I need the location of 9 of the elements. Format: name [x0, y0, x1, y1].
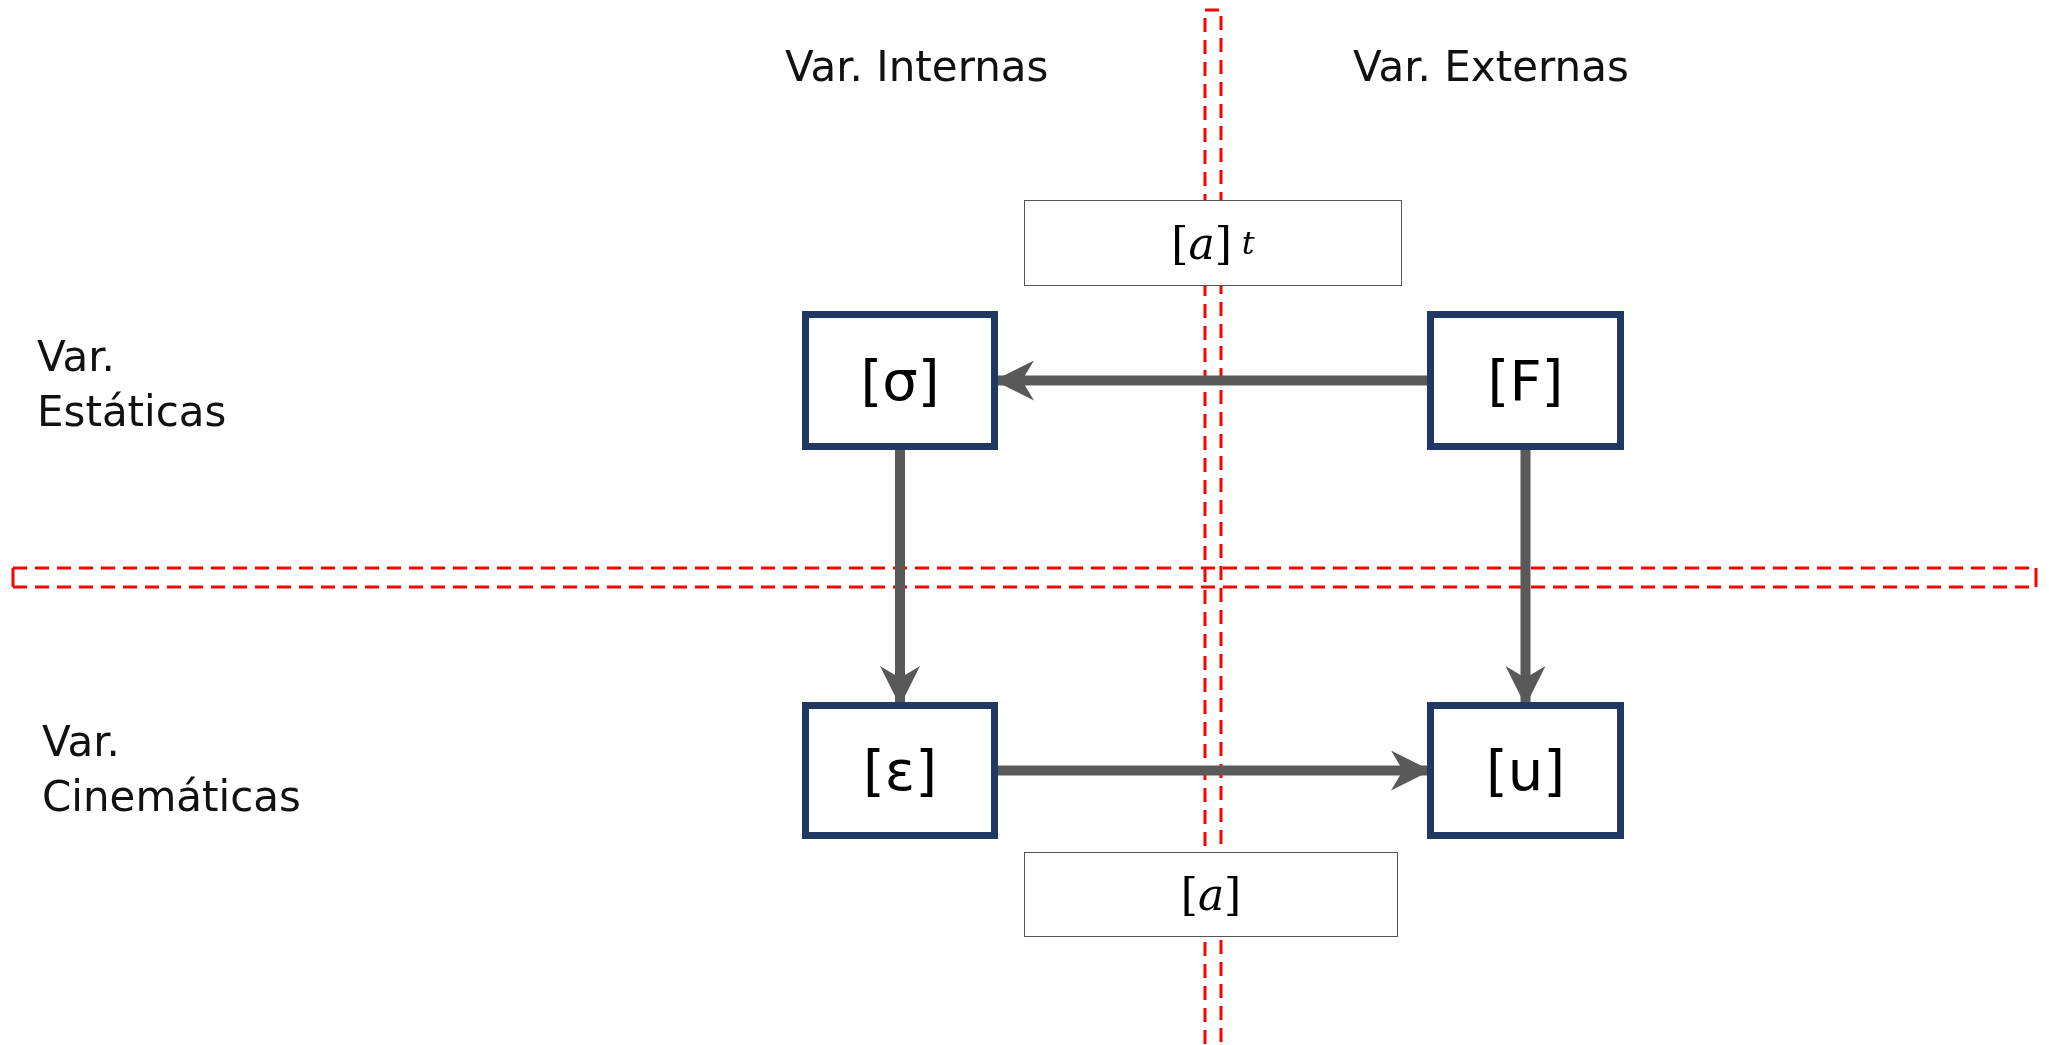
column-heading: Var. Externas [1353, 41, 1629, 93]
matrix-box: [F] [1427, 311, 1624, 450]
operator-box: [a] [1024, 852, 1398, 937]
matrix-box: [u] [1427, 702, 1624, 839]
row-heading: Var. Cinemáticas [42, 716, 302, 823]
row-heading: Var. Estáticas [37, 331, 228, 438]
matrix-box: [ε] [802, 702, 998, 839]
column-heading: Var. Internas [785, 41, 1049, 93]
matrix-box: [σ] [802, 311, 998, 450]
